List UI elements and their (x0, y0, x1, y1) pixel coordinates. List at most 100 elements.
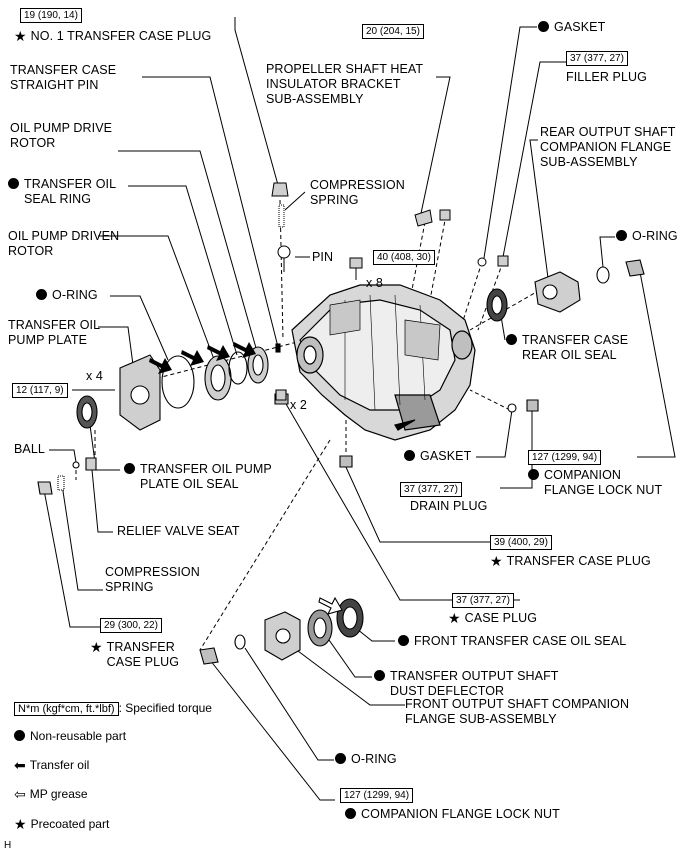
filled-circle-icon (616, 230, 627, 241)
label-case-plug-39: ★TRANSFER CASE PLUG (490, 554, 651, 569)
star-icon: ★ (14, 28, 27, 44)
leader-oring-low (244, 647, 334, 761)
hollow-arrow-icon: ⇦ (14, 786, 26, 802)
leader-ball (49, 449, 77, 463)
mp-grease-arrow-shape (318, 596, 343, 615)
label-seal-ring: TRANSFER OIL SEAL RING (8, 177, 116, 207)
gasket-mid-shape (507, 403, 517, 413)
leader-gasket-mid (476, 409, 513, 458)
figure-code: H (4, 840, 12, 851)
leader-oring-left (110, 295, 169, 361)
torque-pump-plate: 12 (117, 9) (12, 383, 68, 398)
top-spring-shape (278, 204, 285, 228)
leader-comp-spring-top (284, 191, 306, 211)
torque-bolt-x8: 40 (408, 30) (373, 250, 435, 265)
label-lock-nut-right: COMPANION FLANGE LOCK NUT (528, 468, 662, 498)
torque-case-plug-37: 37 (377, 27) (452, 593, 514, 608)
label-pin: PIN (312, 250, 334, 264)
leader-rear-flange (529, 139, 549, 279)
leader-dust-deflector (321, 629, 372, 678)
filled-circle-icon (404, 450, 415, 461)
label-plug-low-text: TRANSFER CASE PLUG (106, 640, 180, 669)
label-seal-ring-text: TRANSFER OIL SEAL RING (24, 177, 117, 206)
label-no1-plug: ★NO. 1 TRANSFER CASE PLUG (14, 29, 211, 44)
relief-seat-shape (85, 457, 97, 471)
label-lock-nut-low: COMPANION FLANGE LOCK NUT (345, 807, 560, 822)
torque-filler-plug: 37 (377, 27) (566, 51, 628, 66)
bolt-x8 (349, 257, 363, 269)
leader-relief-seat (91, 469, 113, 533)
leader-no1-plug (234, 17, 279, 186)
legend-torque-text: : Specified torque (118, 701, 212, 715)
torque-lock-nut-right: 127 (1299, 94) (528, 450, 602, 465)
label-gasket-top-text: GASKET (554, 20, 606, 34)
label-bracket: PROPELLER SHAFT HEAT INSULATOR BRACKET S… (266, 62, 424, 106)
lock-nut-low-shape (199, 647, 219, 665)
label-oring-right: O-RING (616, 229, 678, 244)
torque-plug-low: 29 (300, 22) (100, 618, 162, 633)
x2-part (275, 389, 287, 401)
filled-circle-icon (374, 670, 385, 681)
label-x2: x 2 (290, 398, 307, 412)
label-dust-deflector: TRANSFER OUTPUT SHAFT DUST DEFLECTOR (374, 669, 559, 699)
filled-circle-icon (538, 21, 549, 32)
leader-straight-pin (142, 76, 279, 348)
label-rear-seal: TRANSFER CASE REAR OIL SEAL (506, 333, 628, 363)
legend-mp-grease-text: MP grease (29, 787, 88, 801)
transfer-case-body (291, 284, 476, 441)
label-driven-rotor: OIL PUMP DRIVEN ROTOR (8, 229, 120, 258)
filled-circle-icon (398, 635, 409, 646)
no1-plug-shape (271, 182, 289, 197)
label-case-plug-37-text: CASE PLUG (464, 611, 538, 625)
label-drive-rotor: OIL PUMP DRIVE ROTOR (10, 121, 113, 150)
label-lock-nut-low-text: COMPANION FLANGE LOCK NUT (361, 807, 560, 821)
filled-circle-icon (8, 178, 19, 189)
label-front-seal: FRONT TRANSFER CASE OIL SEAL (398, 634, 626, 649)
leader-drive-rotor (118, 150, 259, 356)
leader-filler-plug (502, 61, 566, 258)
label-no1-plug-text: NO. 1 TRANSFER CASE PLUG (30, 29, 212, 43)
legend-transfer-oil-text: Transfer oil (29, 758, 90, 772)
label-drain-plug: DRAIN PLUG (410, 499, 488, 513)
legend-mp-grease: ⇦MP grease (14, 787, 88, 802)
legend-precoated-text: Precoated part (30, 817, 110, 831)
low-spring-shape (57, 475, 65, 491)
label-gasket-mid: GASKET (404, 449, 471, 464)
torque-bracket: 20 (204, 15) (362, 24, 424, 39)
label-pump-plate: TRANSFER OIL PUMP PLATE (8, 318, 101, 347)
label-front-flange: FRONT OUTPUT SHAFT COMPANION FLANGE SUB-… (405, 697, 630, 726)
filled-circle-icon (528, 469, 539, 480)
lock-nut-right-shape (625, 259, 645, 277)
star-icon: ★ (14, 816, 27, 832)
leader-plug-low (43, 489, 102, 628)
leader-lock-nut-low (209, 659, 335, 801)
label-case-plug-39-text: TRANSFER CASE PLUG (506, 554, 651, 568)
drain-plug-shape (526, 399, 539, 412)
label-plate-seal-text: TRANSFER OIL PUMP PLATE OIL SEAL (140, 462, 272, 491)
leader-case-plug-39 (344, 464, 490, 543)
legend-torque: N*m (kgf*cm, ft.*lbf): Specified torque (14, 701, 212, 717)
label-x4: x 4 (86, 369, 103, 383)
filled-circle-icon (345, 808, 356, 819)
star-icon: ★ (90, 639, 103, 655)
leader-comp-spring-low (60, 477, 103, 591)
filled-circle-icon (14, 730, 25, 741)
low-plug-shape (37, 481, 53, 495)
label-ball: BALL (14, 442, 45, 456)
star-icon: ★ (448, 610, 461, 626)
bracket-bolt (439, 209, 451, 221)
straight-pin-shape (275, 343, 281, 353)
label-rear-flange: REAR OUTPUT SHAFT COMPANION FLANGE SUB-A… (540, 125, 676, 169)
filler-plug-shape (497, 255, 509, 267)
label-filler-plug: FILLER PLUG (566, 70, 647, 84)
label-oring-left-text: O-RING (52, 288, 98, 302)
leader-bracket (419, 76, 451, 219)
label-comp-spring-top: COMPRESSION SPRING (310, 178, 405, 207)
pin-shape (277, 245, 291, 259)
oring-left-shape (161, 355, 195, 409)
leader-driven-rotor (98, 235, 219, 371)
torque-lock-nut-low: 127 (1299, 94) (340, 788, 414, 803)
label-gasket-top: GASKET (538, 20, 605, 35)
label-case-plug-37: ★CASE PLUG (448, 611, 537, 626)
